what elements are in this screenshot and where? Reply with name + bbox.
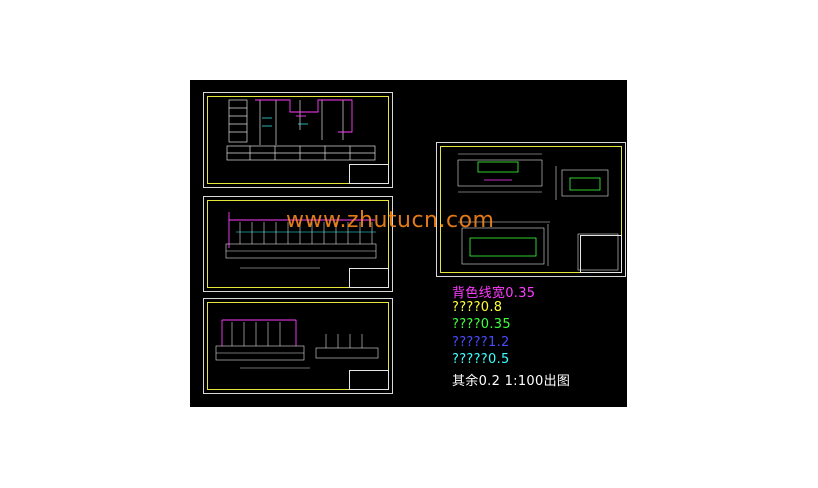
sheet-border xyxy=(207,302,389,390)
legend-line-yellow: ????0.8 xyxy=(452,300,503,315)
drawing-sheet-1[interactable] xyxy=(203,92,393,188)
drawing-sheet-3[interactable] xyxy=(203,298,393,394)
title-block xyxy=(580,235,622,273)
legend-line-white: 其余0.2 1:100出图 xyxy=(452,374,571,389)
legend-line-cyan: ?????0.5 xyxy=(452,352,510,367)
watermark-text: www.zhutucn.com xyxy=(286,208,495,233)
title-block xyxy=(349,370,389,390)
sheet-border xyxy=(207,96,389,184)
sheet-border xyxy=(440,146,622,273)
drawing-sheet-4[interactable] xyxy=(436,142,626,277)
cad-model-space[interactable] xyxy=(190,80,627,407)
sheet-border xyxy=(207,200,389,288)
title-block xyxy=(349,268,389,288)
title-block xyxy=(349,164,389,184)
legend-line-magenta: 背色线宽0.35 xyxy=(452,286,536,301)
drawing-sheet-2[interactable] xyxy=(203,196,393,292)
legend-line-green: ????0.35 xyxy=(452,317,511,332)
legend-line-blue: ?????1.2 xyxy=(452,335,510,350)
